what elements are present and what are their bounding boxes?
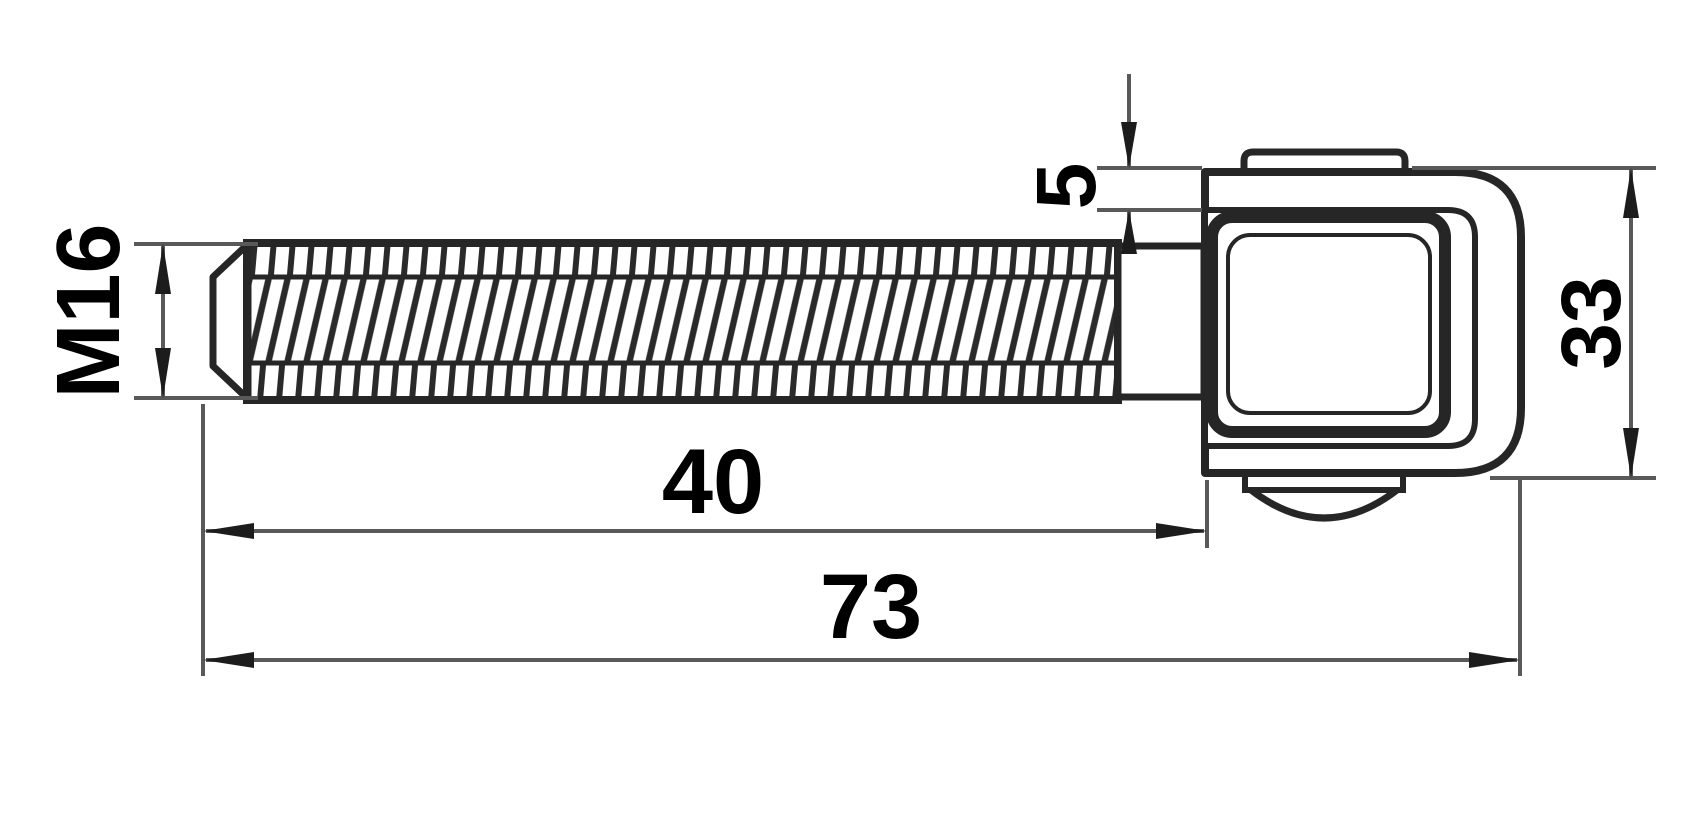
bracket-bottom-nut xyxy=(1242,474,1406,522)
dim73-arrow-right xyxy=(1469,652,1520,668)
dim5-arrow-up xyxy=(1121,210,1137,254)
dim40-arrow-right xyxy=(1156,523,1207,539)
dimension-33: 33 xyxy=(1412,166,1656,480)
dim33-arrow-down xyxy=(1623,428,1639,478)
dimension-40: 40 xyxy=(203,431,1209,548)
hinge-bracket xyxy=(1201,148,1525,522)
bottom-nut-dome xyxy=(1248,487,1400,522)
dim40-label: 40 xyxy=(662,431,764,533)
bottom-nut-sides xyxy=(1242,474,1406,493)
dim5-label: 5 xyxy=(1019,163,1113,210)
dimension-73: 73 xyxy=(203,480,1522,676)
dim5-arrow-down xyxy=(1121,122,1137,168)
dim73-label: 73 xyxy=(820,556,922,658)
m16-label: M16 xyxy=(39,223,139,398)
dimension-5: 5 xyxy=(1019,74,1202,254)
pin-housing-inner-edge xyxy=(1226,233,1432,415)
m16-arrow-up xyxy=(155,244,171,294)
thread-hatching xyxy=(250,244,1116,399)
dimensions: M16 5 33 40 xyxy=(39,74,1656,676)
thread-middle-band xyxy=(250,277,1116,363)
dimension-m16: M16 xyxy=(39,223,258,400)
m16-arrow-down xyxy=(155,348,171,398)
dim40-arrow-left xyxy=(203,523,254,539)
pin-housing-block xyxy=(1206,211,1451,438)
threaded-rod xyxy=(209,239,1208,404)
bracket-top-tab xyxy=(1240,148,1409,173)
dim33-arrow-up xyxy=(1623,168,1639,218)
smooth-shank xyxy=(1114,242,1208,401)
dim33-label: 33 xyxy=(1544,276,1638,369)
dim73-arrow-left xyxy=(203,652,254,668)
rod-chamfer-tip xyxy=(209,240,252,403)
thread-crest-band-top xyxy=(250,244,1116,277)
thread-crest-band-bottom xyxy=(250,363,1116,399)
